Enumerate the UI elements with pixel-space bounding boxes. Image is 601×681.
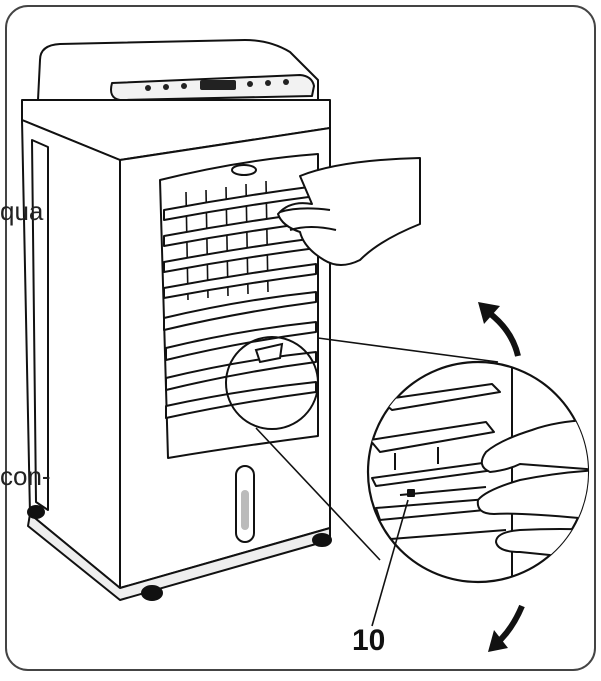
air-cooler [21,39,332,601]
frame-border [5,5,596,671]
side-ridge [31,139,49,511]
callout-number-10: 10 [352,624,386,657]
control-buttons [145,79,289,91]
cut-off-text-bottom: con- [0,461,51,491]
connector-line [317,337,499,363]
wheel [312,533,332,547]
callout-leader [371,499,409,627]
horizontal-louvers [163,185,317,419]
rotate-up-arrow [486,309,521,357]
cut-off-text-top: qua [0,196,44,226]
connector-line [255,427,381,561]
magnified-detail [366,360,590,584]
wheel [27,505,45,519]
hand-adjusting-louver [277,157,421,266]
louver-clip [231,164,257,176]
wheel [141,585,163,601]
detail-highlight-circle [225,336,319,430]
